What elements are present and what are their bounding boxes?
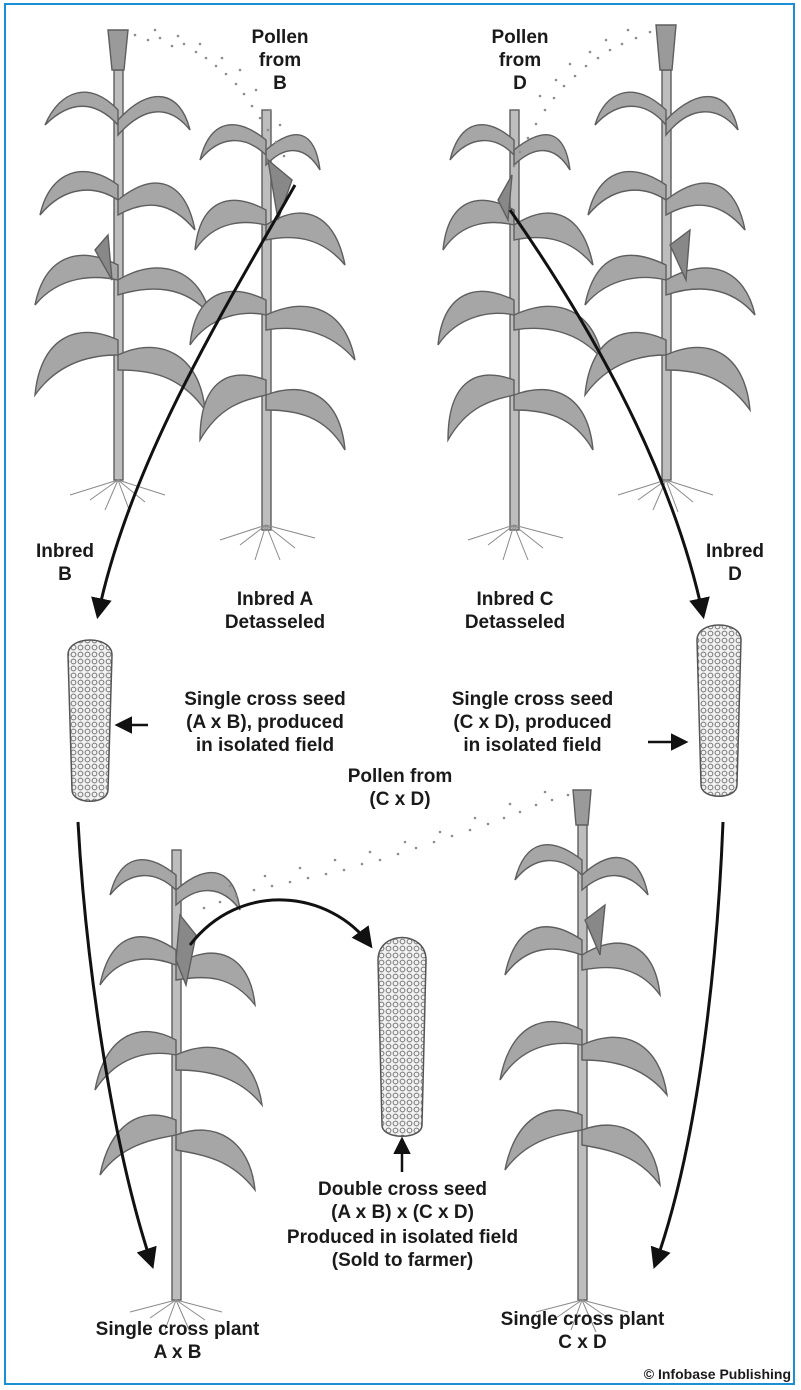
ear-single-cross-cd: [697, 625, 741, 796]
plant-inbred-c: [438, 110, 603, 530]
publisher-credit: © Infobase Publishing: [644, 1366, 791, 1382]
label-produced-isolated-field: Produced in isolated field(Sold to farme…: [255, 1226, 550, 1272]
roots-top: [70, 480, 713, 560]
ear-double-cross: [378, 938, 426, 1137]
plant-inbred-b: [35, 30, 210, 480]
plant-single-cross-ab: [95, 850, 262, 1300]
arrow-seed-cd-to-plant: [655, 822, 723, 1265]
plant-inbred-a: [190, 110, 355, 530]
arrow-ab-to-double: [190, 900, 370, 945]
ear-single-cross-ab: [68, 640, 112, 801]
plant-single-cross-cd: [500, 790, 667, 1300]
label-pollen-from-cd: Pollen from(C x D): [300, 765, 500, 811]
label-double-cross-seed: Double cross seed(A x B) x (C x D): [280, 1178, 525, 1224]
plant-inbred-d: [585, 25, 755, 480]
